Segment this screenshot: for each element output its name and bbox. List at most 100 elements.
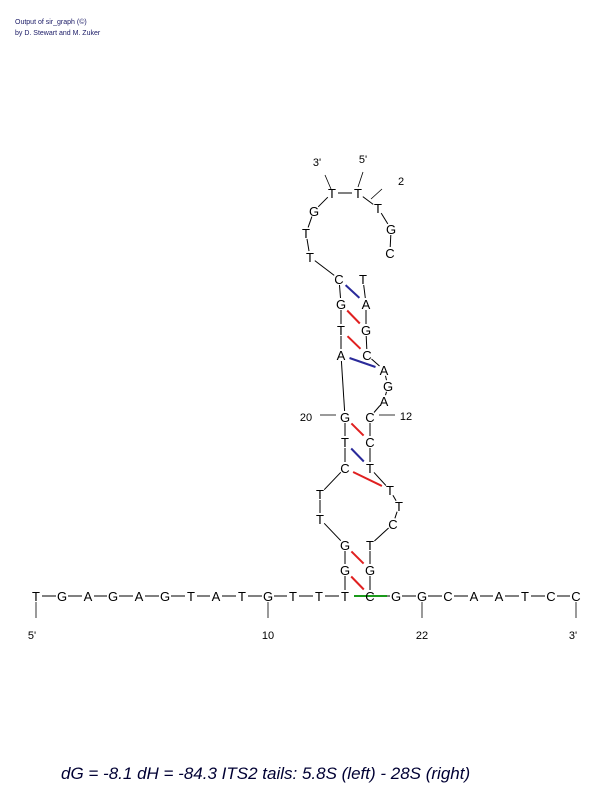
nucleotide-t: T — [289, 589, 297, 604]
top-5prime-label: 5' — [359, 154, 367, 166]
nucleotide-t: T — [337, 323, 345, 338]
base-pair-au — [349, 357, 376, 368]
nucleotide-c: C — [365, 435, 374, 450]
nucleotide-g: G — [160, 589, 170, 604]
nucleotide-c: C — [385, 246, 394, 261]
nucleotide-g: G — [340, 410, 350, 425]
nucleotide-c: C — [340, 461, 349, 476]
position-labels: 5' 10 22 3' 20 12 2 3' 5' — [28, 154, 577, 642]
base-pair-gc — [352, 471, 383, 487]
nucleotide-t: T — [238, 589, 246, 604]
tick-top-5prime — [357, 171, 364, 188]
nucleotide-a: A — [337, 348, 346, 363]
nucleotide-c: C — [546, 589, 555, 604]
position-12-label: 12 — [400, 411, 412, 423]
tick-top-3prime — [324, 174, 332, 190]
nucleotide-c: C — [571, 589, 580, 604]
nucleotide-g: G — [417, 589, 427, 604]
backbone-link — [373, 472, 387, 486]
index-ticks — [35, 171, 577, 618]
base-pair-gc — [346, 335, 362, 350]
nucleotide-a: A — [470, 589, 479, 604]
backbone-link — [389, 234, 392, 248]
nucleotide-g: G — [361, 323, 371, 338]
nucleotide-a: A — [380, 394, 389, 409]
nucleotide-t: T — [315, 589, 323, 604]
program-credit: Output of sir_graph (©) by D. Stewart an… — [15, 17, 100, 39]
nucleotide-g: G — [108, 589, 118, 604]
energy-summary: dG = -8.1 dH = -84.3 ITS2 tails: 5.8S (l… — [61, 764, 471, 783]
credit-line-1: Output of sir_graph (©) — [15, 19, 87, 26]
nucleotide-t: T — [306, 250, 314, 265]
nucleotide-t: T — [386, 483, 394, 498]
nucleotide-a: A — [212, 589, 221, 604]
base-pair-bonds — [344, 284, 387, 597]
backbone-link — [380, 212, 389, 225]
backbone-link — [307, 216, 313, 228]
nucleotide-a: A — [135, 589, 144, 604]
nucleotide-t: T — [521, 589, 529, 604]
nucleotide-t: T — [341, 435, 349, 450]
nucleotide-a: A — [84, 589, 93, 604]
position-20-label: 20 — [300, 412, 312, 424]
nucleotide-t: T — [395, 499, 403, 514]
nucleotide-t: T — [328, 186, 336, 201]
backbone-link — [394, 511, 398, 519]
nucleotide-t: T — [341, 589, 349, 604]
nucleotide-t: T — [302, 226, 310, 241]
nucleotide-c: C — [365, 410, 374, 425]
nucleotide-t: T — [374, 201, 382, 216]
nucleotide-g: G — [336, 297, 346, 312]
backbone-lines — [42, 192, 570, 597]
nucleotide-t: T — [366, 538, 374, 553]
nucleotide-t: T — [366, 461, 374, 476]
top-3prime-label: 3' — [313, 157, 321, 169]
backbone-link — [340, 360, 346, 412]
backbone-link — [323, 471, 342, 491]
backbone-link — [306, 238, 310, 252]
backbone-link — [365, 335, 368, 350]
nucleotide-a: A — [362, 297, 371, 312]
nucleotide-g: G — [57, 589, 67, 604]
nucleotide-t: T — [32, 589, 40, 604]
position-10-label: 10 — [262, 630, 274, 642]
base-pair-au — [344, 284, 361, 299]
nucleotide-g: G — [383, 379, 393, 394]
nucleotide-c: C — [388, 517, 397, 532]
tick-2 — [370, 188, 383, 200]
nucleotide-t: T — [354, 186, 362, 201]
base-pair-gc — [350, 422, 365, 437]
backbone-link — [314, 260, 335, 276]
right-strand-3prime-label: 3' — [569, 630, 577, 642]
credit-line-2: by D. Stewart and M. Zuker — [15, 30, 101, 37]
backbone-link — [339, 284, 341, 299]
nucleotide-g: G — [391, 589, 401, 604]
nucleotide-a: A — [495, 589, 504, 604]
backbone-link — [385, 391, 387, 396]
nucleotide-t: T — [316, 512, 324, 527]
nucleotide-c: C — [334, 272, 343, 287]
nucleotide-g: G — [263, 589, 273, 604]
nucleotide-g: G — [309, 204, 319, 219]
nucleotide-t: T — [316, 487, 324, 502]
backbone-link — [385, 375, 387, 381]
nucleotide-c: C — [443, 589, 452, 604]
nucleotide-c: C — [362, 348, 371, 363]
nucleotide-t: T — [187, 589, 195, 604]
base-pair-gc — [346, 309, 361, 325]
nucleotide-c: C — [365, 589, 374, 604]
backbone-link — [371, 358, 380, 367]
backbone-link — [317, 196, 329, 208]
nucleotide-t: T — [359, 272, 367, 287]
nucleotide-g: G — [386, 222, 396, 237]
nucleotide-g: G — [365, 563, 375, 578]
backbone-link — [374, 527, 389, 542]
nucleotide-a: A — [380, 363, 389, 378]
position-2-label: 2 — [398, 176, 404, 188]
backbone-link — [362, 196, 374, 205]
base-pair-gc — [350, 575, 365, 591]
left-strand-5prime-label: 5' — [28, 630, 36, 642]
nucleotide-g: G — [340, 538, 350, 553]
